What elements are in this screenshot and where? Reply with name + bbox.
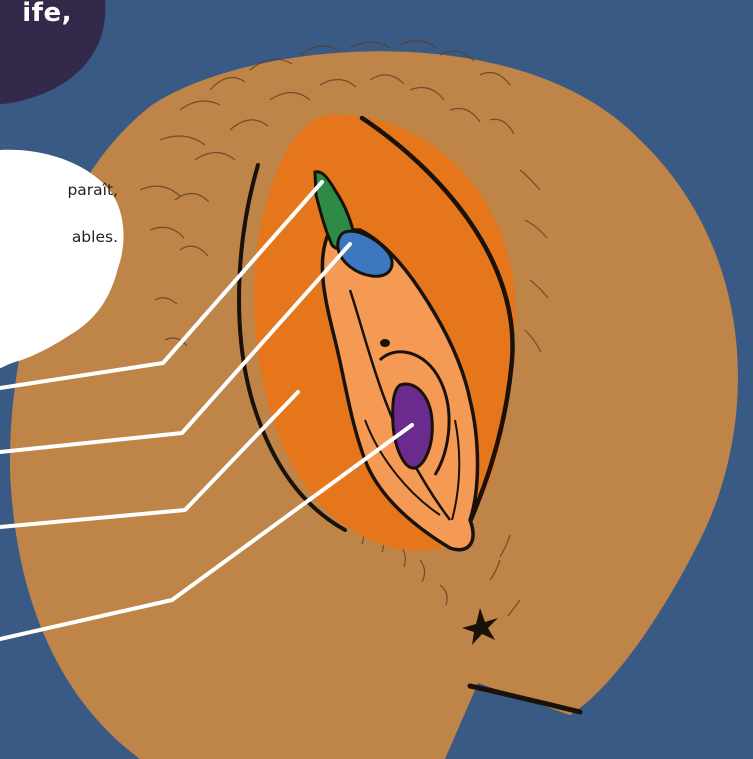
speech-bubble-line-1: paraît, (0, 181, 118, 199)
urethral-opening (380, 339, 390, 347)
title-fragment: ife, (0, 0, 72, 28)
speech-bubble-line-2: ables. (0, 228, 118, 246)
